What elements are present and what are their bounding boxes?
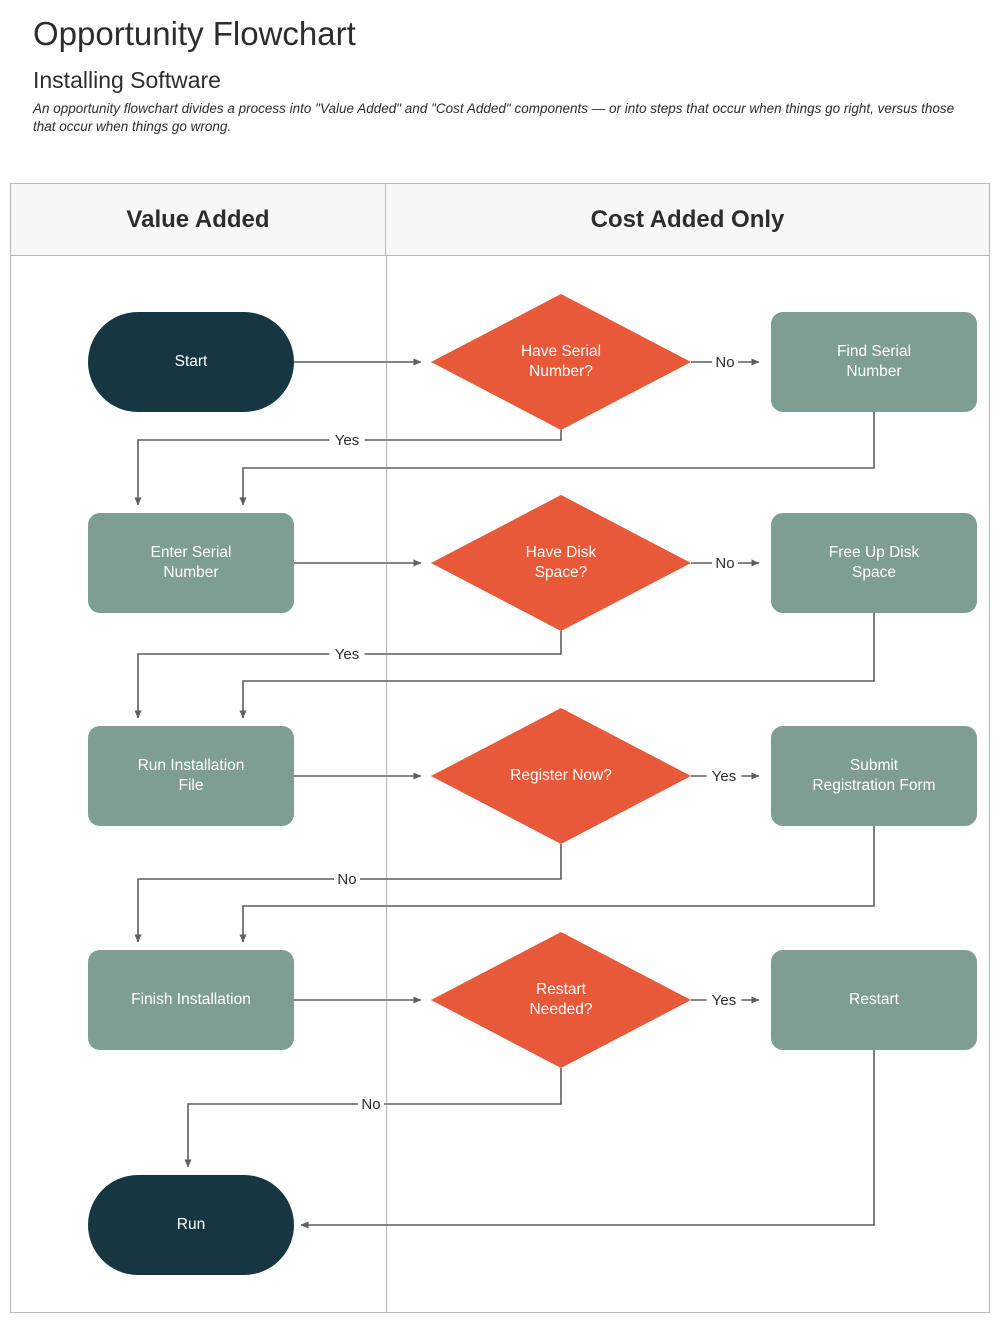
- decision-shape: [431, 294, 691, 430]
- flow-edge: Yes: [691, 990, 760, 1010]
- flow-edge: Yes: [134, 631, 562, 719]
- node-label: Register Now?: [510, 767, 612, 784]
- decision-shape: [431, 495, 691, 631]
- process-shape: [88, 513, 294, 613]
- lane-header-cost-added: Cost Added Only: [386, 184, 989, 255]
- decision-shape: [431, 932, 691, 1068]
- edge-label: No: [361, 1096, 380, 1113]
- flow-edge: No: [691, 553, 760, 573]
- process-shape: [88, 726, 294, 826]
- edge-label: Yes: [335, 432, 359, 449]
- lane-divider: [386, 256, 387, 1313]
- process-shape: [771, 950, 977, 1050]
- process-shape: [88, 950, 294, 1050]
- flow-edge: [239, 826, 875, 943]
- edge-label-backdrop: [706, 990, 742, 1010]
- edge-label-backdrop: [329, 644, 365, 664]
- flow-edge: [300, 1050, 875, 1229]
- flow-node-register[interactable]: Register Now?: [431, 708, 691, 844]
- terminator-shape: [88, 1175, 294, 1275]
- edge-line: [239, 826, 875, 943]
- decision-shape: [431, 708, 691, 844]
- flow-edge: No: [691, 352, 760, 372]
- flow-node-run[interactable]: Run: [88, 1175, 294, 1275]
- lane-header-value-added: Value Added: [11, 184, 386, 255]
- process-shape: [771, 513, 977, 613]
- page-subtitle: Installing Software: [33, 67, 221, 93]
- edge-label: Yes: [335, 646, 359, 663]
- edge-label-backdrop: [358, 1094, 384, 1114]
- edge-label-backdrop: [712, 553, 738, 573]
- node-label: Finish Installation: [131, 991, 251, 1008]
- flow-edge: No: [134, 844, 562, 943]
- edge-line: [239, 412, 875, 506]
- edge-label: No: [715, 555, 734, 572]
- flow-node-finish[interactable]: Finish Installation: [88, 950, 294, 1050]
- edge-label: No: [337, 871, 356, 888]
- flow-edge: Yes: [691, 766, 760, 786]
- flow-node-restart[interactable]: Restart: [771, 950, 977, 1050]
- flow-edge: No: [184, 1068, 562, 1168]
- edge-line: [134, 844, 562, 943]
- process-shape: [771, 726, 977, 826]
- edge-label-backdrop: [706, 766, 742, 786]
- edge-line: [184, 1068, 562, 1168]
- edge-label: Yes: [712, 992, 736, 1009]
- flow-edge: [239, 412, 875, 506]
- flow-edge: Yes: [134, 430, 562, 506]
- edge-line: [300, 1050, 875, 1229]
- edge-label: No: [715, 354, 734, 371]
- flow-node-start[interactable]: Start: [88, 312, 294, 412]
- terminator-shape: [88, 312, 294, 412]
- document-header: Opportunity Flowchart Installing Softwar…: [33, 14, 973, 136]
- edge-label: Yes: [712, 768, 736, 785]
- edge-label-backdrop: [329, 430, 365, 450]
- edge-label-backdrop: [712, 352, 738, 372]
- page-description: An opportunity flowchart divides a proce…: [33, 101, 955, 134]
- page-title: Opportunity Flowchart: [33, 15, 356, 52]
- lane-header-row: Value Added Cost Added Only: [11, 184, 989, 256]
- edge-line: [239, 613, 875, 719]
- node-label: Run: [177, 1216, 205, 1233]
- node-label: Start: [175, 353, 208, 370]
- flow-edge: [239, 613, 875, 719]
- node-label: Restart: [849, 991, 900, 1008]
- edge-label-backdrop: [334, 869, 360, 889]
- process-shape: [771, 312, 977, 412]
